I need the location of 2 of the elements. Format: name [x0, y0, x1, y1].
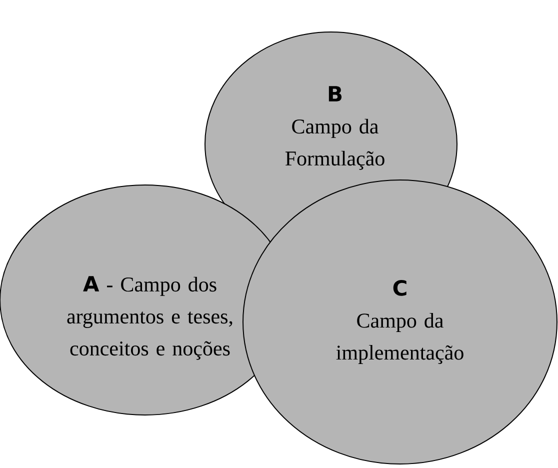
node-label: Campo da implementação [336, 312, 464, 364]
node-label: C [393, 280, 406, 296]
